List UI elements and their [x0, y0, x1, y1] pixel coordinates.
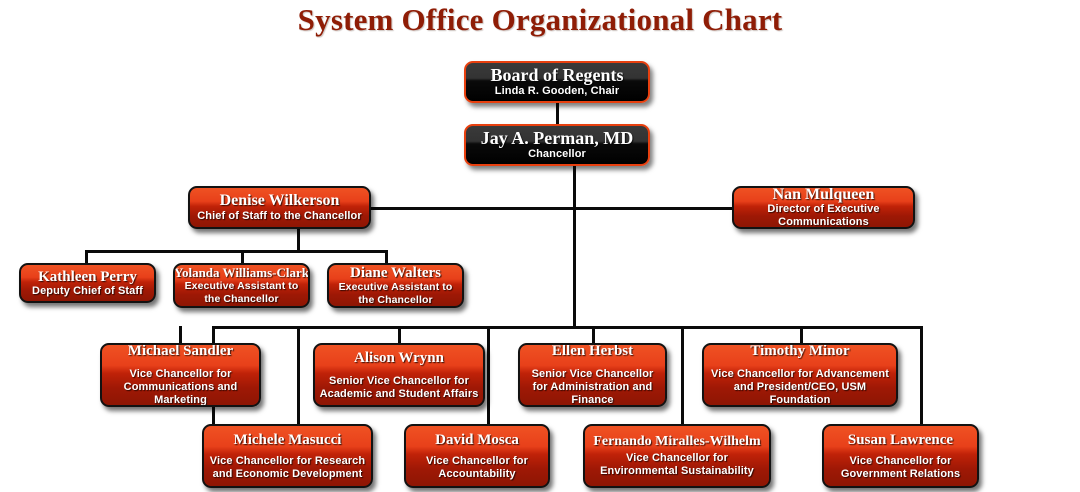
node-name: Board of Regents — [490, 64, 624, 85]
node-name: Denise Wilkerson — [219, 192, 340, 210]
connector-drop-exec-assistant-1 — [241, 250, 244, 264]
node-vc-government-relations[interactable]: Susan Lawrence Vice Chancellor for Gover… — [822, 424, 979, 488]
connector-drop-deputy-chief — [85, 250, 88, 264]
node-title: Senior Vice Chancellor for Academic and … — [319, 374, 479, 400]
connector-chiefofstaff-drop — [297, 229, 300, 252]
node-name: Michele Masucci — [233, 431, 342, 448]
connector-drop-vc-accountability — [297, 326, 300, 424]
node-board-of-regents[interactable]: Board of Regents Linda R. Gooden, Chair — [464, 61, 650, 103]
node-vc-communications-marketing[interactable]: Michael Sandler Vice Chancellor for Comm… — [100, 343, 261, 407]
connector-drop-svc-admin-finance — [592, 326, 595, 344]
node-title: Vice Chancellor for Advancement and Pres… — [711, 368, 889, 406]
node-svc-academic-student-affairs[interactable]: Alison Wrynn Senior Vice Chancellor for … — [313, 343, 485, 407]
node-vc-environmental-sustainability[interactable]: Fernando Miralles-Wilhelm Vice Chancello… — [583, 424, 771, 488]
connector-executive-bus — [212, 326, 923, 329]
node-director-executive-communications[interactable]: Nan Mulqueen Director of Executive Commu… — [732, 186, 915, 229]
node-name: Timothy Minor — [750, 343, 850, 360]
node-title: Vice Chancellor for Research and Economi… — [209, 454, 366, 480]
node-vc-advancement-usm-foundation[interactable]: Timothy Minor Vice Chancellor for Advanc… — [702, 343, 898, 407]
node-chancellor[interactable]: Jay A. Perman, MD Chancellor — [464, 124, 650, 166]
node-title: Director of Executive Communications — [767, 203, 880, 229]
node-title: Executive Assistant to the Chancellor — [338, 281, 453, 306]
node-name: Jay A. Perman, MD — [480, 127, 634, 148]
node-title: Vice Chancellor for Government Relations — [840, 454, 961, 480]
node-name: Diane Walters — [350, 265, 441, 282]
node-chief-of-staff[interactable]: Denise Wilkerson Chief of Staff to the C… — [188, 186, 371, 229]
connector-drop-vc-government — [920, 326, 923, 424]
node-title: Vice Chancellor for Communications and M… — [123, 368, 238, 406]
connector-board-to-chancellor — [556, 103, 559, 125]
connector-chancellor-spine — [573, 166, 576, 328]
node-name: Yolanda Williams-Clark — [174, 265, 309, 281]
connector-assistants-bus — [85, 250, 387, 253]
node-name: Alison Wrynn — [354, 349, 444, 366]
connector-chiefofstaff-to-spine — [371, 207, 575, 210]
node-name: Nan Mulqueen — [772, 186, 875, 204]
node-title: Vice Chancellor for Environmental Sustai… — [600, 452, 754, 478]
connector-drop-vc-sustainability-2 — [681, 326, 684, 424]
node-svc-administration-finance[interactable]: Ellen Herbst Senior Vice Chancellor for … — [518, 343, 667, 407]
node-name: Susan Lawrence — [847, 431, 954, 448]
node-vc-accountability[interactable]: David Mosca Vice Chancellor for Accounta… — [404, 424, 550, 488]
node-name: Kathleen Perry — [38, 268, 137, 285]
node-title: Chancellor — [528, 148, 586, 161]
connector-drop-vc-sustainability — [487, 326, 490, 424]
node-name: David Mosca — [435, 431, 519, 448]
node-name: Fernando Miralles-Wilhelm — [593, 434, 761, 450]
node-title: Chief of Staff to the Chancellor — [197, 209, 362, 222]
page-title: System Office Organizational Chart — [297, 2, 783, 37]
connector-drop-exec-assistant-2 — [385, 250, 388, 264]
node-title: Vice Chancellor for Accountability — [426, 454, 528, 480]
connector-commsdirector-to-spine — [573, 207, 733, 210]
node-vc-research-economic-development[interactable]: Michele Masucci Vice Chancellor for Rese… — [202, 424, 373, 488]
node-name: Ellen Herbst — [551, 343, 634, 360]
connector-drop-vc-advancement — [800, 326, 803, 344]
node-deputy-chief-of-staff[interactable]: Kathleen Perry Deputy Chief of Staff — [19, 263, 156, 303]
node-title: Executive Assistant to the Chancellor — [184, 280, 299, 305]
connector-drop-vc-communications — [179, 326, 182, 344]
node-title: Senior Vice Chancellor for Administratio… — [531, 368, 654, 406]
connector-drop-svc-academic — [398, 326, 401, 344]
node-name: Michael Sandler — [127, 343, 234, 360]
node-title: Deputy Chief of Staff — [32, 284, 143, 297]
node-executive-assistant-diane[interactable]: Diane Walters Executive Assistant to the… — [327, 263, 464, 308]
node-executive-assistant-yolanda[interactable]: Yolanda Williams-Clark Executive Assista… — [173, 263, 310, 308]
node-title: Linda R. Gooden, Chair — [494, 85, 620, 98]
